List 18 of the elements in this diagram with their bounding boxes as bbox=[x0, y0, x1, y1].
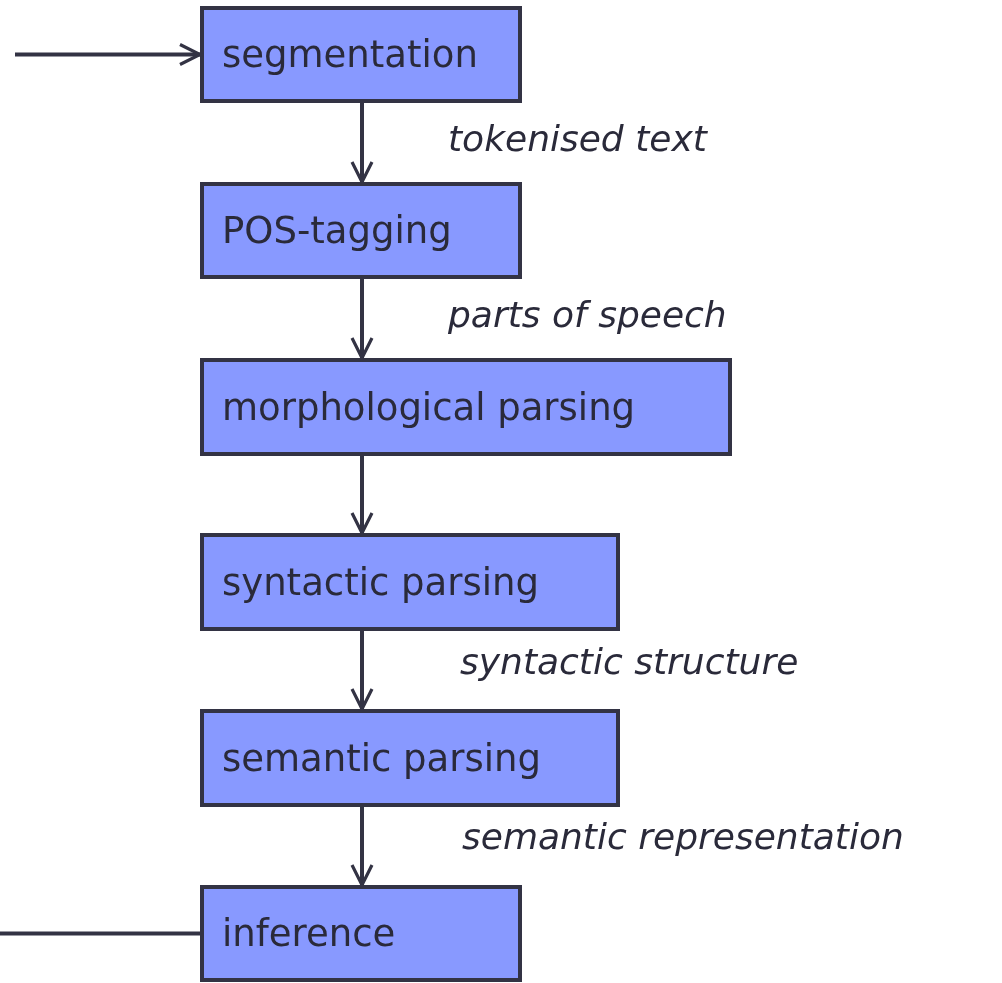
arrow bbox=[350, 807, 374, 887]
arrow bbox=[15, 42, 202, 67]
process-box bbox=[200, 358, 732, 456]
process-label: syntactic parsing bbox=[222, 560, 539, 604]
arrow bbox=[350, 631, 374, 711]
process-label: semantic parsing bbox=[222, 736, 541, 780]
process-label: inference bbox=[222, 912, 396, 955]
process-label: segmentation bbox=[222, 33, 478, 76]
process-box bbox=[200, 6, 522, 103]
process-box bbox=[200, 885, 522, 982]
process-label: POS-tagging bbox=[222, 209, 452, 252]
process-box bbox=[200, 182, 522, 279]
process-label: morphological parsing bbox=[222, 385, 636, 429]
process-box bbox=[200, 709, 620, 807]
arrow bbox=[350, 279, 374, 360]
arrow bbox=[350, 103, 374, 184]
arrow bbox=[350, 456, 374, 535]
process-box bbox=[200, 533, 620, 631]
